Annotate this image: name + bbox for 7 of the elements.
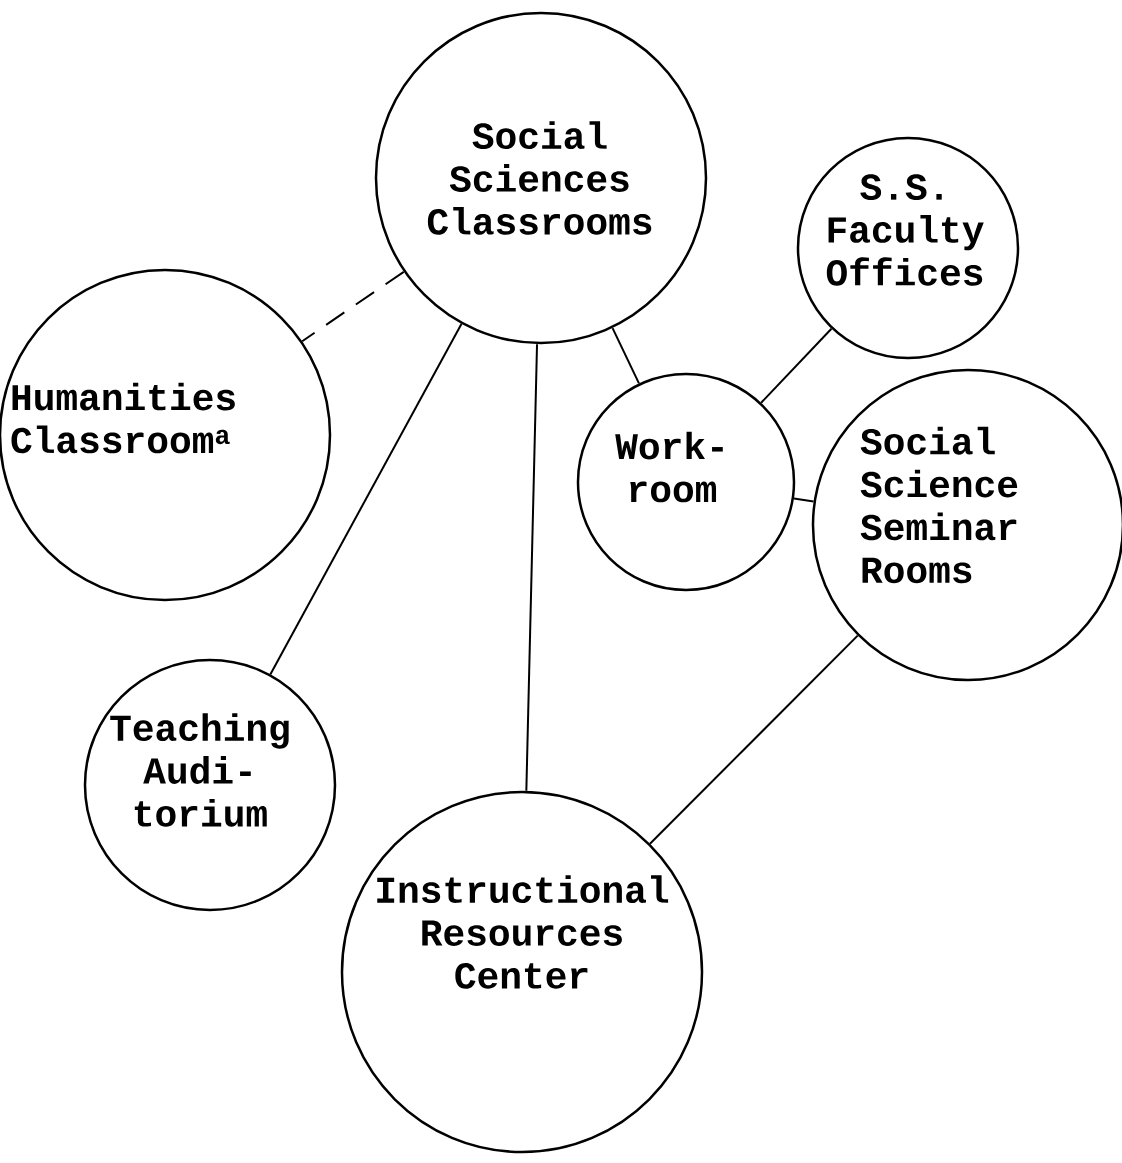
dashed-connector <box>301 270 405 343</box>
connector-line <box>525 343 538 792</box>
connector-line <box>269 322 463 676</box>
connector-line <box>793 497 815 503</box>
connector-line <box>760 327 833 404</box>
connector-line <box>611 327 640 385</box>
connector-line <box>649 634 859 845</box>
